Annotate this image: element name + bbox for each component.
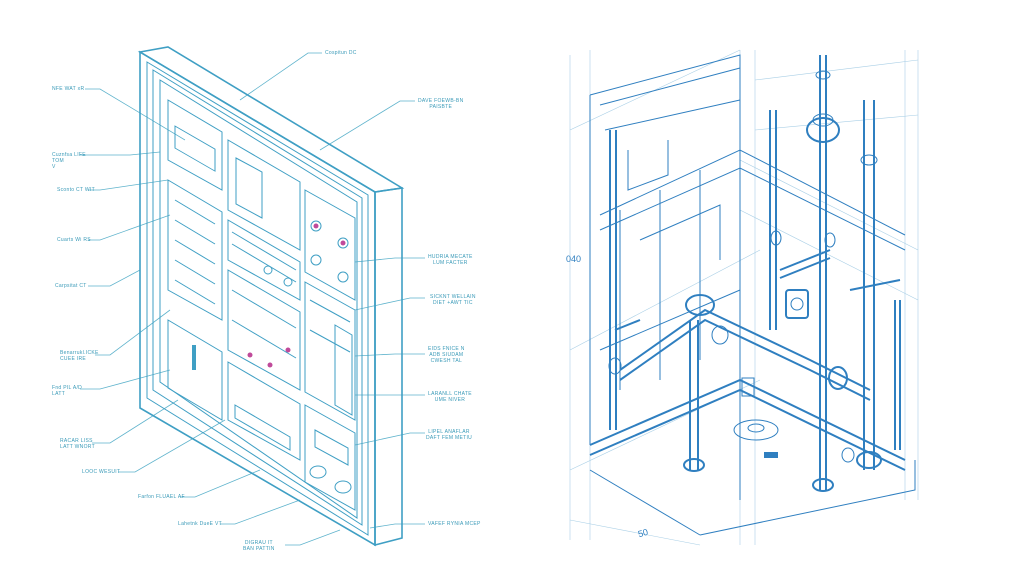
label-farfon: Farfon FLUAEL AF xyxy=(138,494,185,500)
label-eids: EIDS FNICE N ADB SIUDAM CWESH TAL xyxy=(428,346,465,364)
label-carpsitat: Carpsitat CT xyxy=(55,283,87,289)
label-lipel: LIPEL ANAFLAR DAFT FEM METIU xyxy=(426,429,473,441)
label-cuznfsa-life: Cuznfsa LIFE TOM V xyxy=(52,152,86,170)
room-walls xyxy=(589,54,916,536)
panel-compartments xyxy=(167,99,356,511)
label-cospitun: Cospitun DC xyxy=(325,50,357,56)
label-sicknt: SICKNT WELLAIN DIET +AWT TIC xyxy=(430,294,476,306)
label-fnd-pil: Fnd PIL A/D LATT xyxy=(52,385,83,397)
leader-lines xyxy=(80,52,425,546)
pipes xyxy=(609,55,901,490)
label-nfe-wat: NFE WAT xR xyxy=(52,86,85,92)
label-sconto: Sconto CT WIT xyxy=(57,187,95,193)
label-cuarts: Cuarts Wi RS xyxy=(57,237,91,243)
label-lahetnk: Lahetnk DueE VT xyxy=(178,521,222,527)
breaker-rows xyxy=(174,199,351,359)
label-hudria: HUDRIA MECATE LUM FACTER xyxy=(428,254,473,266)
label-looc-wesuit: LOOC WESUIT xyxy=(82,469,121,475)
label-laranll: LARANLL CHATE UME NIVER xyxy=(428,391,472,403)
plumbing-drawing xyxy=(569,49,919,546)
label-benarrukl: Benarrukl.ICKE CUEE IRE xyxy=(60,350,99,362)
label-vafef: VAFEF RYNIA MCEP xyxy=(428,521,481,527)
dimension-left: 040 xyxy=(566,254,582,264)
grid-lines xyxy=(569,49,919,546)
label-dave-foewb: DAVE FOEWB-BN PAISBTE xyxy=(418,98,464,110)
label-racar-liss: RACAR LISS LATT WNORT xyxy=(60,438,95,450)
label-digrau: DIGRAU IT BAN PATTIN xyxy=(243,540,275,552)
panel-body xyxy=(137,46,405,547)
panel-switches xyxy=(192,220,352,494)
fittings xyxy=(608,70,882,492)
